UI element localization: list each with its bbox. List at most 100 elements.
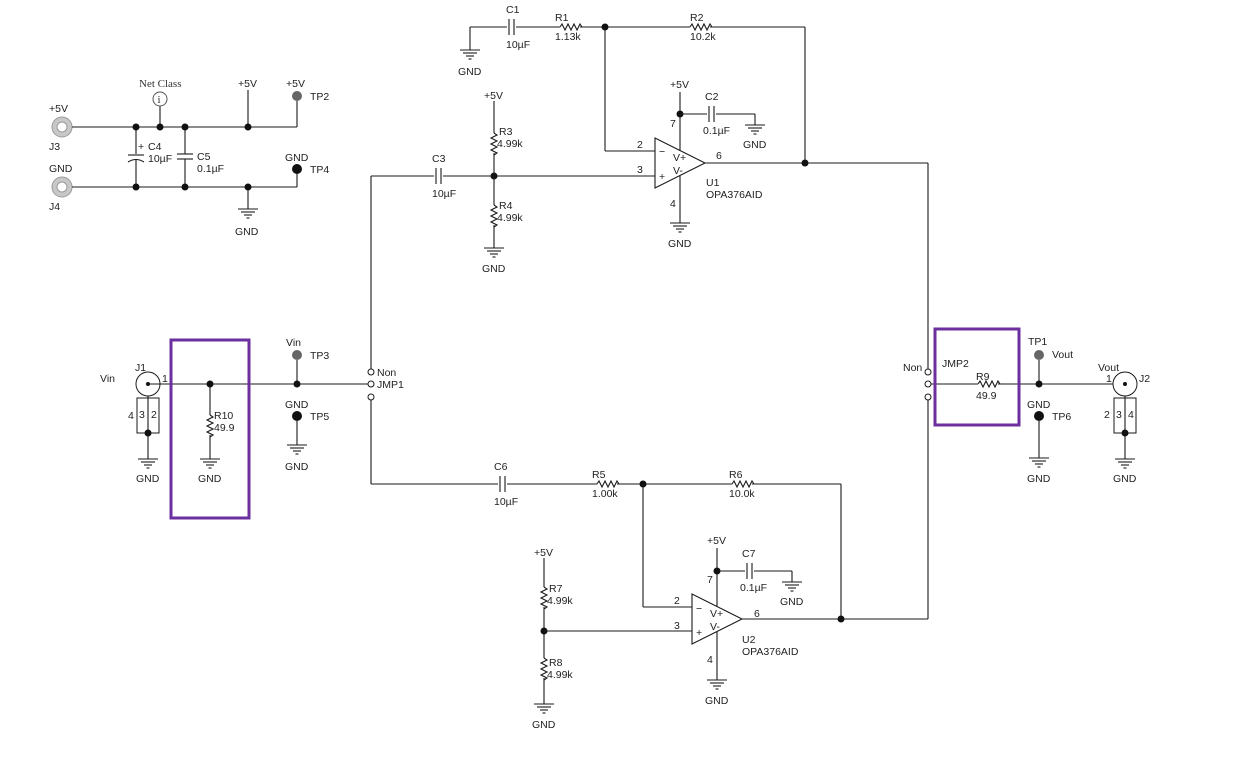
gnd-label-c1: GND [458, 66, 482, 78]
jumper-jmp1[interactable]: Non JMP1 [367, 367, 404, 401]
connector-j2: Vout J2 1 2 3 4 GND [1098, 362, 1150, 485]
resistor-r7: R7 4.99k [540, 583, 573, 610]
capacitor-c2: C2 0.1µF [703, 91, 730, 137]
net-class-marker[interactable]: Net Class i [139, 78, 181, 107]
gnd-label-c5: GND [235, 226, 259, 238]
gnd-label-r8: GND [532, 719, 556, 731]
j1-net: Vin [100, 373, 115, 385]
j2-ref: J2 [1139, 373, 1150, 385]
u1-sign-plus: + [659, 171, 665, 183]
u1-pin-out: 6 [716, 150, 722, 162]
u1-pin-vp: 7 [670, 118, 676, 130]
tp6-ref: TP6 [1052, 411, 1071, 423]
capacitor-c4: + C4 10µF [127, 127, 172, 187]
connector-j1: Vin J1 1 4 3 2 GND [100, 362, 168, 485]
r6-value: 10.0k [729, 488, 755, 500]
highlight-box-r9 [933, 327, 1021, 427]
u1-pin-noninv: 3 [637, 164, 643, 176]
u1-lbl-vp: V+ [673, 152, 686, 164]
j2-pin3: 3 [1116, 409, 1122, 421]
plus5-label-c: +5V [238, 78, 257, 90]
plus5-label-u2: +5V [707, 535, 726, 547]
r10-value: 49.9 [214, 422, 235, 434]
tp2-net: +5V [286, 78, 305, 90]
j3-net-label: +5V [49, 103, 68, 115]
r3-value: 4.99k [497, 138, 523, 150]
r10-ref: R10 [214, 410, 233, 422]
test-point-tp3: Vin TP3 [286, 337, 329, 384]
net-class-info-icon[interactable]: i [152, 91, 168, 107]
tp2-ref: TP2 [310, 91, 329, 103]
j1-pin4: 4 [128, 410, 134, 422]
input-section: Vin J1 1 4 3 2 GND R10 49.9 GND Vin TP3 [100, 337, 370, 520]
u1-ref: U1 [706, 177, 720, 189]
r9-ref: R9 [976, 371, 990, 383]
highlight-box-r10 [169, 338, 251, 520]
resistor-r9: R9 49.9 [976, 371, 1001, 402]
tp4-net: GND [285, 152, 309, 164]
c7-ref: C7 [742, 548, 756, 560]
u1-part: OPA376AID [706, 189, 763, 201]
resistor-r6: R6 10.0k [729, 469, 755, 500]
capacitor-c1: C1 10µF [506, 4, 530, 51]
capacitor-c6: C6 10µF [494, 461, 518, 508]
power-input-section: +5V J3 GND J4 + C4 10µF [49, 78, 329, 238]
tp1-net: Vout [1052, 349, 1073, 361]
c6-value: 10µF [494, 496, 518, 508]
j2-pin2: 2 [1104, 409, 1110, 421]
jumper-jmp2[interactable]: Non JMP2 [903, 358, 969, 401]
connector-j4: GND J4 [49, 163, 73, 213]
gnd-label-c7: GND [780, 596, 804, 608]
test-point-tp6: GND TP6 GND [1027, 399, 1071, 485]
gnd-label-u1: GND [668, 238, 692, 250]
c4-ref: C4 [148, 141, 162, 153]
r8-value: 4.99k [547, 669, 573, 681]
r3-ref: R3 [499, 126, 513, 138]
opamp-u1: − + V+ V- 2 3 6 7 4 U1 OPA376AID [637, 118, 763, 210]
u2-pin-out: 6 [754, 608, 760, 620]
r5-ref: R5 [592, 469, 606, 481]
r6-ref: R6 [729, 469, 743, 481]
c5-ref: C5 [197, 151, 211, 163]
c5-value: 0.1µF [197, 163, 224, 175]
upper-amplifier-section: GND C1 10µF R1 1.13k R2 10.2k C [371, 4, 929, 369]
u2-pin-vp: 7 [707, 574, 713, 586]
r7-value: 4.99k [547, 595, 573, 607]
test-point-tp2: +5V TP2 [286, 78, 329, 103]
tp5-net: GND [285, 399, 309, 411]
resistor-r8: R8 4.99k [540, 657, 573, 681]
j1-pin2: 2 [151, 409, 157, 421]
gnd-label-j2: GND [1113, 473, 1137, 485]
gnd-label-j1: GND [136, 473, 160, 485]
svg-text:+: + [138, 141, 144, 153]
opamp-u2: − + V+ V- 2 3 6 7 4 U2 OPA376AID [674, 574, 799, 666]
r2-value: 10.2k [690, 31, 716, 43]
c4-value: 10µF [148, 153, 172, 165]
u2-ref: U2 [742, 634, 756, 646]
gnd-label-c2: GND [743, 139, 767, 151]
plus5-label-r7: +5V [534, 547, 553, 559]
resistor-r2: R2 10.2k [689, 12, 716, 43]
u2-pin-vn: 4 [707, 654, 713, 666]
r8-ref: R8 [549, 657, 563, 669]
r7-ref: R7 [549, 583, 563, 595]
c3-value: 10µF [432, 188, 456, 200]
j1-ref: J1 [135, 362, 146, 374]
j2-pin1: 1 [1106, 373, 1112, 385]
svg-text:i: i [158, 94, 161, 106]
gnd-label-r4: GND [482, 263, 506, 275]
j2-net: Vout [1098, 362, 1119, 374]
tp1-ref: TP1 [1028, 336, 1047, 348]
output-section: Non JMP2 R9 49.9 TP1 Vout GND TP6 GND [903, 327, 1150, 485]
resistor-r4: R4 4.99k [490, 200, 523, 228]
r4-value: 4.99k [497, 212, 523, 224]
u2-pin-noninv: 3 [674, 620, 680, 632]
jmp1-ref: JMP1 [377, 379, 404, 391]
jmp1-label: Non [377, 367, 396, 379]
lower-amplifier-section: C6 10µF R5 1.00k R6 10.0k +5V R7 4.99k [371, 400, 929, 731]
u2-lbl-vp: V+ [710, 608, 723, 620]
c1-ref: C1 [506, 4, 520, 16]
j2-pin4: 4 [1128, 409, 1134, 421]
connector-j3: +5V J3 [49, 103, 73, 153]
